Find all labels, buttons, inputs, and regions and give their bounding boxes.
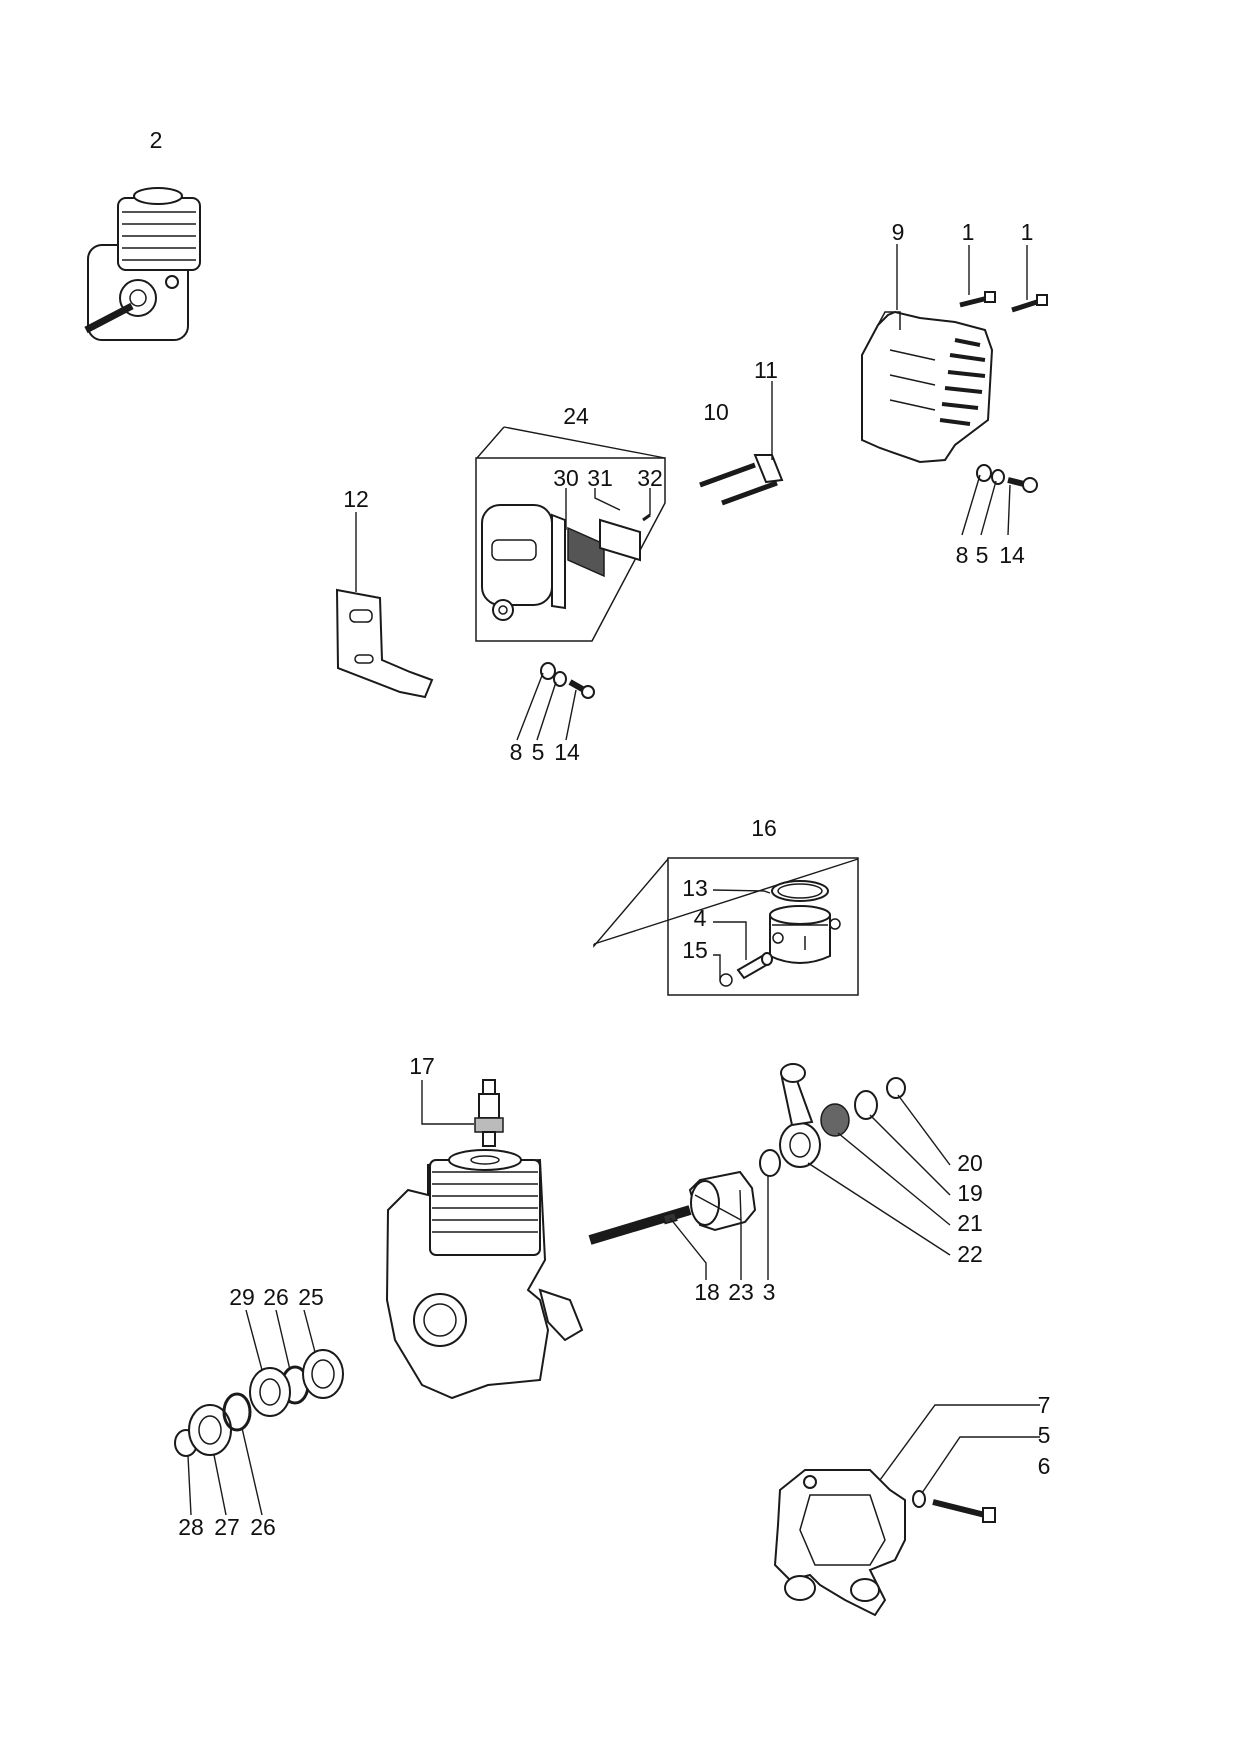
callout-labels: 2 9 1 1 11 10 24 30 31 32 12 8 5 14 8 5 … <box>150 127 1051 1540</box>
piston-pin-part-4 <box>736 952 773 980</box>
circlip-part-small <box>829 918 841 930</box>
washer-part-5-upper <box>991 469 1005 485</box>
washer-part-5-bottom <box>912 1490 926 1508</box>
callout-19: 19 <box>957 1180 983 1206</box>
heat-shield-part-12 <box>335 588 434 699</box>
callout-31: 31 <box>587 465 613 491</box>
connecting-rod-part-22 <box>779 1063 821 1168</box>
callout-11: 11 <box>754 357 778 383</box>
crankshaft-part-23 <box>588 1170 757 1245</box>
screw-part-1b <box>1011 294 1048 313</box>
callout-16: 16 <box>751 815 777 841</box>
callout-15: 15 <box>682 937 708 963</box>
cylinder-cover-part-9 <box>861 310 994 464</box>
engine-assembly-part-2 <box>84 187 201 341</box>
callout-9: 9 <box>892 219 905 245</box>
washer-part-3 <box>759 1149 781 1177</box>
callout-13: 13 <box>682 875 708 901</box>
clip-part-20 <box>886 1077 906 1099</box>
plate-part-11 <box>753 454 784 484</box>
washer-part-8-lower <box>540 662 556 680</box>
callout-7: 7 <box>1038 1392 1051 1418</box>
screw-part-14-lower <box>568 679 595 699</box>
callout-23: 23 <box>728 1279 754 1305</box>
seal-part-25 <box>302 1349 344 1399</box>
spark-plug-part-17 <box>474 1079 504 1147</box>
callout-27: 27 <box>214 1514 240 1540</box>
bearing-part-29 <box>249 1367 291 1417</box>
callout-20: 20 <box>957 1150 983 1176</box>
needle-bearing-part-21 <box>820 1103 850 1137</box>
callout-28: 28 <box>178 1514 204 1540</box>
piston <box>769 905 831 964</box>
callout-26-upper: 26 <box>263 1284 289 1310</box>
callout-8-lower: 8 <box>510 739 523 765</box>
stud-part-10 <box>699 462 778 506</box>
callout-2: 2 <box>150 127 163 153</box>
callout-22: 22 <box>957 1241 983 1267</box>
callout-1a: 1 <box>962 219 975 245</box>
callout-8-upper: 8 <box>956 542 969 568</box>
crankcase-cylinder <box>385 1149 584 1400</box>
callout-14-upper: 14 <box>999 542 1025 568</box>
washer-part-19 <box>854 1090 878 1120</box>
circlip-part-15 <box>719 973 733 987</box>
callout-17: 17 <box>409 1053 435 1079</box>
washer-part-8-upper <box>976 464 992 482</box>
callout-5-bottom: 5 <box>1038 1422 1051 1448</box>
callout-30: 30 <box>553 465 579 491</box>
muffler-part-24 <box>481 504 566 621</box>
spark-screen-part-30 <box>567 526 605 578</box>
callout-10: 10 <box>703 399 729 425</box>
callout-25: 25 <box>298 1284 324 1310</box>
callout-5-lower: 5 <box>532 739 545 765</box>
washer-part-5-lower <box>553 671 567 687</box>
callout-12: 12 <box>343 486 369 512</box>
callout-26-lower: 26 <box>250 1514 276 1540</box>
piston-kit-box-16 <box>667 857 859 996</box>
callout-18: 18 <box>694 1279 720 1305</box>
callout-1b: 1 <box>1021 219 1034 245</box>
bearing-part-27 <box>188 1404 232 1456</box>
callout-32: 32 <box>637 465 663 491</box>
circlip-part-26-lower <box>222 1392 252 1432</box>
callout-3: 3 <box>763 1279 776 1305</box>
callout-21: 21 <box>957 1210 983 1236</box>
bolt-part-6 <box>932 1499 996 1523</box>
crankcase-half-part-7 <box>773 1469 906 1617</box>
screw-part-1a <box>959 291 996 308</box>
callout-14-lower: 14 <box>554 739 580 765</box>
callout-6: 6 <box>1038 1453 1051 1479</box>
callout-4: 4 <box>694 905 707 931</box>
muffler-kit-box-24 <box>475 457 666 642</box>
screw-part-32 <box>642 513 651 522</box>
leader-lines <box>187 244 1040 1516</box>
piston-ring-part-13 <box>771 880 829 902</box>
callout-5-upper: 5 <box>976 542 989 568</box>
callout-24: 24 <box>563 403 589 429</box>
plate-part-31 <box>599 518 641 562</box>
callout-29: 29 <box>229 1284 255 1310</box>
screw-part-14-upper <box>1007 477 1038 493</box>
